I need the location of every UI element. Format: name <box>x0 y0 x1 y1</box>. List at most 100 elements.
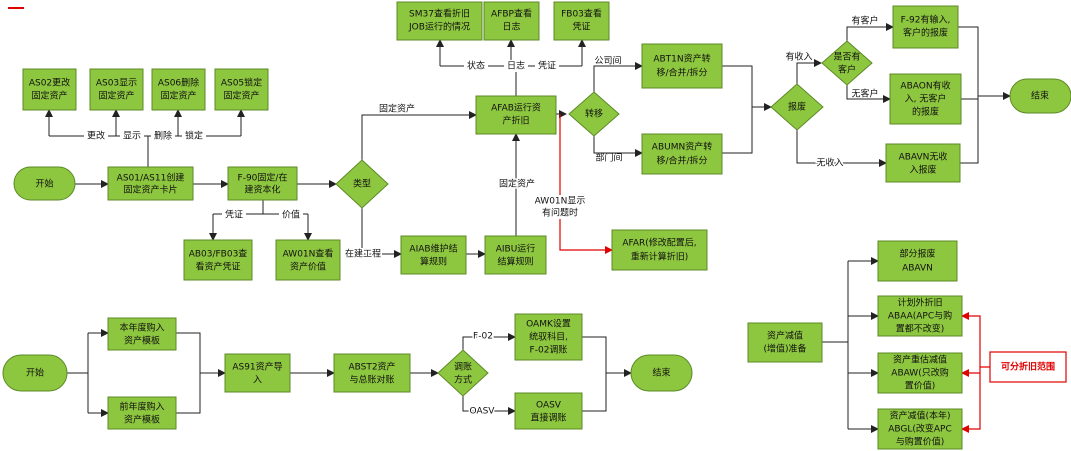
svg-text:ABST2资产: ABST2资产 <box>348 361 395 373</box>
label-has-customer: 有客户 <box>851 15 878 27</box>
svg-text:JOB运行的情况: JOB运行的情况 <box>408 21 470 33</box>
svg-text:方式: 方式 <box>454 374 472 386</box>
svg-text:AB03/FB03查: AB03/FB03查 <box>189 248 248 260</box>
abst2-box: ABST2资产 与总账对账 <box>333 353 411 393</box>
svg-text:AW01N查看: AW01N查看 <box>283 248 334 260</box>
svg-text:可分折旧范围: 可分折旧范围 <box>1001 361 1055 373</box>
flow3-connectors <box>822 257 990 433</box>
aiab-box: AIAB维护结 算规则 <box>400 235 467 275</box>
afab-box: AFAB运行资 产折旧 <box>475 95 557 135</box>
svg-text:FB03查看: FB03查看 <box>561 8 602 20</box>
label-with-income: 有收入 <box>785 51 812 63</box>
flow2-connectors <box>67 329 632 417</box>
start-label: 开始 <box>35 178 53 190</box>
svg-text:F-92有输入,: F-92有输入, <box>901 14 951 26</box>
svg-text:(增值)准备: (增值)准备 <box>763 343 806 355</box>
svg-text:ABAON有收: ABAON有收 <box>900 80 950 92</box>
svg-text:AFBP查看: AFBP查看 <box>491 8 532 20</box>
svg-text:置都不改变): 置都不改变) <box>896 323 945 335</box>
end-label: 结束 <box>1031 90 1049 102</box>
svg-text:部分报废: 部分报废 <box>899 248 935 260</box>
label-status: 状态 <box>467 60 485 72</box>
svg-text:AS03显示: AS03显示 <box>96 78 137 89</box>
customer-diamond: 是否有 客户 <box>821 40 873 86</box>
f92-box: F-92有输入, 客户的报废 <box>892 5 959 49</box>
svg-text:入, 无客户: 入, 无客户 <box>905 93 947 105</box>
svg-text:置价值): 置价值) <box>905 380 936 392</box>
label-change: 更改 <box>87 130 105 142</box>
label-fixed-asset-2: 固定资产 <box>499 178 535 190</box>
depreciation-scope-callout: 可分折旧范围 <box>989 351 1067 383</box>
impairment-box: 资产减值 (增值)准备 <box>747 322 823 363</box>
svg-text:客户的报废: 客户的报废 <box>903 27 948 39</box>
svg-text:AIAB维护结: AIAB维护结 <box>409 243 457 255</box>
svg-text:调账: 调账 <box>454 362 472 373</box>
svg-text:日志: 日志 <box>502 21 520 33</box>
svg-text:是否有: 是否有 <box>833 51 860 63</box>
abumn-box: ABUMN资产转 移/合并/拆分 <box>641 133 723 175</box>
svg-text:重新计算折旧): 重新计算折旧) <box>631 251 689 263</box>
abt1n-box: ABT1N资产转 移/合并/拆分 <box>641 43 723 89</box>
abaa-box: 计划外折旧 ABAA(APC与购 置都不改变) <box>877 295 963 337</box>
label-oasv: OASV <box>470 407 496 417</box>
svg-text:本年度购入: 本年度购入 <box>119 322 164 334</box>
fb03-box: FB03查看 凭证 <box>553 1 610 41</box>
svg-text:F-02调账: F-02调账 <box>530 345 568 356</box>
svg-text:报废: 报废 <box>788 101 806 113</box>
svg-text:OASV: OASV <box>536 401 562 411</box>
flow1-end-node: 结束 <box>1009 78 1071 114</box>
oasv-box: OASV 直接调账 <box>514 392 583 430</box>
svg-text:直接调账: 直接调账 <box>530 412 566 424</box>
as02-box: AS02更改 固定资产 <box>22 68 77 111</box>
svg-text:移/合并/拆分: 移/合并/拆分 <box>656 67 707 79</box>
label-no-customer: 无客户 <box>851 88 878 100</box>
label-aw01n-issue: AW01N显示 <box>535 196 586 207</box>
svg-text:ABAA(APC与购: ABAA(APC与购 <box>888 310 952 322</box>
svg-text:的报废: 的报废 <box>912 106 939 118</box>
svg-text:ABGL(改变APC: ABGL(改变APC <box>888 423 952 435</box>
as05-box: AS05锁定 固定资产 <box>214 68 269 111</box>
svg-text:ABT1N资产转: ABT1N资产转 <box>653 53 710 65</box>
flow1-start-node: 开始 <box>13 166 76 201</box>
ab03-box: AB03/FB03查 看资产凭证 <box>183 239 253 281</box>
svg-text:计划外折旧: 计划外折旧 <box>897 297 942 309</box>
transfer-diamond: 转移 <box>568 91 620 137</box>
aibu-box: AIBU运行 结算规则 <box>484 235 547 275</box>
svg-text:资产减值(本年): 资产减值(本年) <box>889 410 950 422</box>
svg-text:类型: 类型 <box>353 178 371 190</box>
adjust-method-diamond: 调账 方式 <box>437 349 489 397</box>
svg-text:AS01/AS11创建: AS01/AS11创建 <box>117 172 185 184</box>
svg-text:入: 入 <box>253 375 262 386</box>
svg-text:SM37查看折旧: SM37查看折旧 <box>409 8 470 20</box>
prior-year-template-box: 前年度购入 资产模板 <box>107 396 177 430</box>
svg-text:客户: 客户 <box>838 64 856 76</box>
label-lock: 锁定 <box>185 130 203 142</box>
svg-text:有问题时: 有问题时 <box>542 207 578 219</box>
label-fixed-asset: 固定资产 <box>379 103 415 115</box>
svg-text:结束: 结束 <box>652 367 670 379</box>
flow2-end-node: 结束 <box>630 354 693 392</box>
label-interdepartment: 部门间 <box>595 152 622 164</box>
svg-text:建资本化: 建资本化 <box>244 184 280 196</box>
afar-box: AFAR(修改配置后, 重新计算折旧) <box>611 229 708 271</box>
svg-text:前年度购入: 前年度购入 <box>119 401 164 413</box>
svg-text:算规则: 算规则 <box>420 256 447 268</box>
sm37-box: SM37查看折旧 JOB运行的情况 <box>396 1 483 41</box>
svg-text:OAMK设置: OAMK设置 <box>526 319 571 330</box>
scrap-diamond: 报废 <box>770 83 824 131</box>
current-year-template-box: 本年度购入 资产模板 <box>107 317 177 351</box>
svg-text:ABUMN资产转: ABUMN资产转 <box>652 141 712 153</box>
label-voucher: 凭证 <box>225 209 243 221</box>
svg-text:资产模板: 资产模板 <box>124 414 160 426</box>
svg-text:AFAB运行资: AFAB运行资 <box>491 102 541 114</box>
svg-text:AFAR(修改配置后,: AFAR(修改配置后, <box>622 237 696 249</box>
svg-text:资产模板: 资产模板 <box>124 335 160 347</box>
label-log: 日志 <box>507 60 525 72</box>
svg-text:与总账对账: 与总账对账 <box>349 374 394 386</box>
label-f02: F-02 <box>473 332 493 342</box>
f90-box: F-90固定/在 建资本化 <box>227 166 298 201</box>
label-intercompany: 公司间 <box>594 55 621 67</box>
svg-text:资产重估减值: 资产重估减值 <box>893 354 947 366</box>
label-voucher-2: 凭证 <box>538 60 556 72</box>
abaw-box: 资产重估减值 ABAW(只改购 置价值) <box>877 352 963 394</box>
